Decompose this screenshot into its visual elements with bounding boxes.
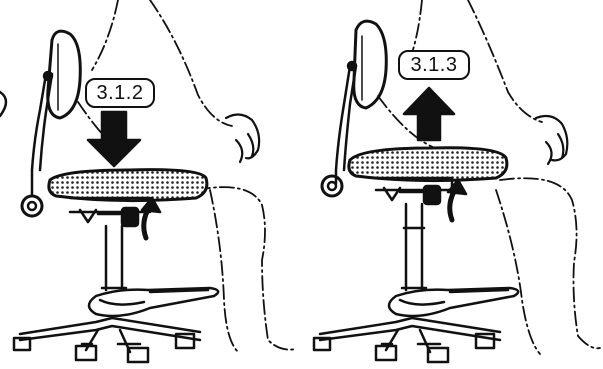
- lower-seat-arrow: [88, 112, 140, 166]
- height-lever: [122, 208, 138, 226]
- left-panel-chair-lowering: [0, 0, 296, 362]
- backrest-knob: [44, 72, 52, 80]
- gas-lift-column: [106, 226, 122, 290]
- gas-lift-column: [406, 204, 422, 290]
- step-label-text: 3.1.2: [97, 82, 144, 105]
- chair-base: [320, 318, 500, 340]
- chair-base: [20, 318, 200, 340]
- step-label-3-1-2: 3.1.2: [85, 78, 155, 108]
- lumbar-knob: [322, 176, 342, 196]
- hand: [536, 116, 567, 164]
- step-label-3-1-3: 3.1.3: [398, 50, 470, 80]
- height-lever: [424, 186, 440, 204]
- lumbar-knob: [22, 196, 42, 216]
- seat-cushion: [49, 170, 207, 201]
- hand: [226, 114, 259, 162]
- backrest: [354, 21, 387, 108]
- previous-callout-edge: [0, 92, 6, 116]
- step-label-text: 3.1.3: [411, 54, 458, 77]
- seat-cushion: [349, 148, 507, 181]
